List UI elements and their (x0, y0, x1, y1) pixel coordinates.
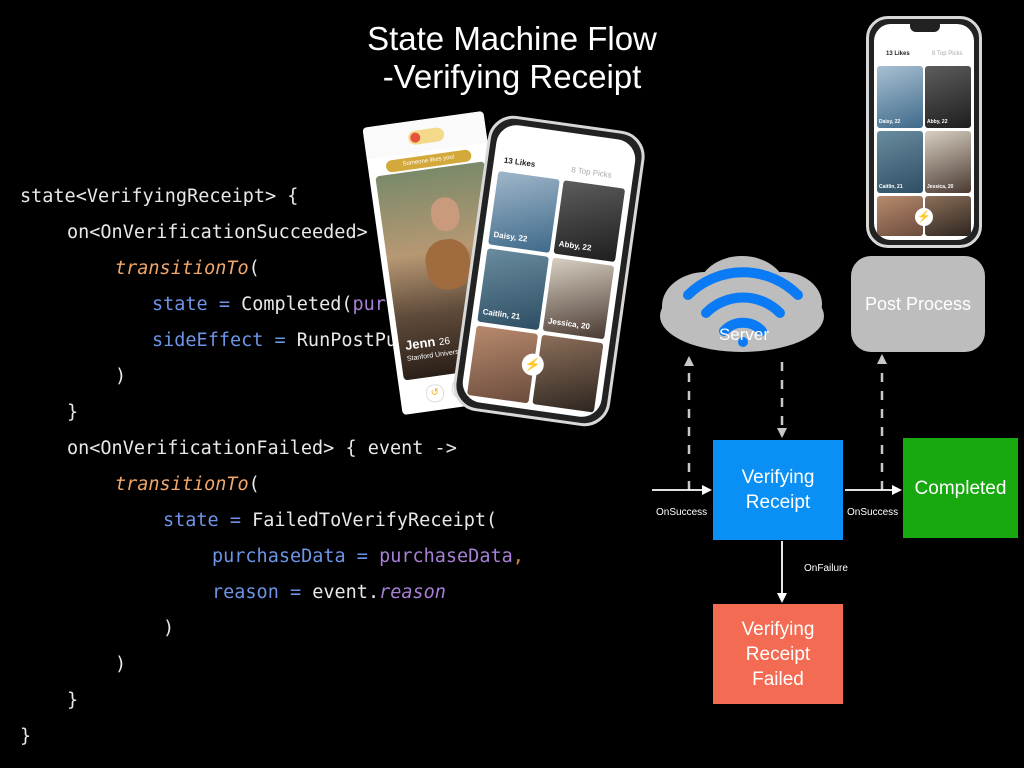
code-line-10: state = FailedToVerifyReceipt( (163, 510, 497, 531)
code-paren: ( (248, 258, 260, 279)
code-comma: , (512, 546, 524, 567)
post-process-label: Post Process (864, 293, 972, 314)
code-value: purchaseData (379, 546, 513, 567)
profile-photo-1-label: Daisy, 22 (879, 119, 901, 125)
code-key: state = (152, 294, 242, 315)
card-person-head (429, 195, 462, 233)
code-paren: ( (248, 474, 260, 495)
code-line-8: on<OnVerificationFailed> { event -> (67, 438, 457, 459)
code-line-16: } (20, 726, 32, 747)
card-age: 26 (438, 335, 451, 349)
profile-photo-2[interactable]: Abby, 22 (553, 180, 626, 263)
on-success-label-right: OnSuccess (847, 507, 899, 518)
profile-photo-3[interactable]: Caitlin, 21 (877, 131, 923, 193)
verifying-receipt-box: Verifying Receipt (713, 440, 843, 540)
code-value: FailedToVerifyReceipt( (252, 510, 498, 531)
server-label: Server (718, 324, 770, 344)
code-line-14: ) (115, 654, 127, 675)
profile-photo-6[interactable] (532, 334, 604, 413)
slide-title: State Machine Flow -Verifying Receipt (0, 20, 1024, 96)
code-value: reason (379, 582, 446, 603)
code-line-5: sideEffect = RunPostPu (152, 330, 397, 351)
code-line-2: on<OnVerificationSucceeded> (67, 222, 368, 243)
profile-photo-1-label: Daisy, 22 (492, 229, 528, 244)
profile-photo-3[interactable]: Caitlin, 21 (477, 248, 549, 331)
completed-box: Completed (903, 438, 1018, 538)
code-fn: transitionTo (115, 474, 249, 495)
title-line-2: -Verifying Receipt (382, 58, 642, 95)
profile-photo-3-label: Caitlin, 21 (879, 184, 903, 190)
profile-photo-4-label: Jessica, 20 (547, 316, 591, 332)
card-name: Jenn (404, 333, 437, 354)
card-dog (422, 236, 474, 293)
code-fn: transitionTo (115, 258, 249, 279)
top-picks-tab[interactable]: 8 Top Picks (932, 51, 963, 57)
code-value: RunPostPu (296, 330, 398, 351)
likes-tab[interactable]: 13 Likes (503, 155, 536, 170)
phone-screen: 13 Likes 8 Top Picks Daisy, 22 Abby, 22 … (460, 122, 638, 420)
phone-screen: 13 Likes 8 Top Picks Daisy, 22 Abby, 22 … (874, 24, 974, 240)
profile-photo-4[interactable]: Jessica, 20 (542, 257, 615, 340)
code-line-12: reason = event.reason (212, 582, 446, 603)
profile-photo-1[interactable]: Daisy, 22 (488, 170, 560, 253)
code-line-15: } (67, 690, 79, 711)
code-line-7: } (67, 402, 79, 423)
phone-likes-right: 13 Likes 8 Top Picks Daisy, 22 Abby, 22 … (866, 16, 982, 248)
code-key: state = (163, 510, 253, 531)
code-line-4: state = Completed(pur (152, 294, 386, 315)
profile-photo-4-label: Jessica, 20 (927, 184, 954, 190)
top-picks-tab[interactable]: 8 Top Picks (570, 165, 613, 180)
verifying-receipt-failed-box: Verifying Receipt Failed (713, 604, 843, 704)
code-line-11: purchaseData = purchaseData, (212, 546, 524, 567)
code-value: Completed( (241, 294, 353, 315)
code-line-3: transitionTo( (115, 258, 260, 279)
like-toggle-icon (407, 126, 445, 146)
code-key: sideEffect = (152, 330, 297, 351)
profile-photo-4[interactable]: Jessica, 20 (925, 131, 971, 193)
code-line-9: transitionTo( (115, 474, 260, 495)
code-object: event. (312, 582, 380, 603)
rewind-button[interactable]: ↺ (424, 383, 446, 404)
on-failure-label: OnFailure (804, 563, 848, 574)
code-line-1: state<VerifyingReceipt> { (20, 186, 299, 207)
profile-photo-2[interactable]: Abby, 22 (925, 66, 971, 128)
boost-icon[interactable]: ⚡ (915, 208, 933, 226)
code-key: purchaseData = (212, 546, 380, 567)
code-value-tail: pur (352, 294, 386, 315)
code-line-13: ) (163, 618, 175, 639)
profile-photo-3-label: Caitlin, 21 (482, 307, 521, 322)
on-success-label-left: OnSuccess (656, 507, 708, 518)
profile-photo-1[interactable]: Daisy, 22 (877, 66, 923, 128)
code-key: reason = (212, 582, 313, 603)
title-line-1: State Machine Flow (367, 20, 657, 57)
code-line-6: ) (115, 366, 127, 387)
profile-photo-2-label: Abby, 22 (927, 119, 948, 125)
profile-photo-2-label: Abby, 22 (558, 239, 592, 253)
likes-tab[interactable]: 13 Likes (886, 51, 910, 57)
notch (910, 24, 940, 32)
